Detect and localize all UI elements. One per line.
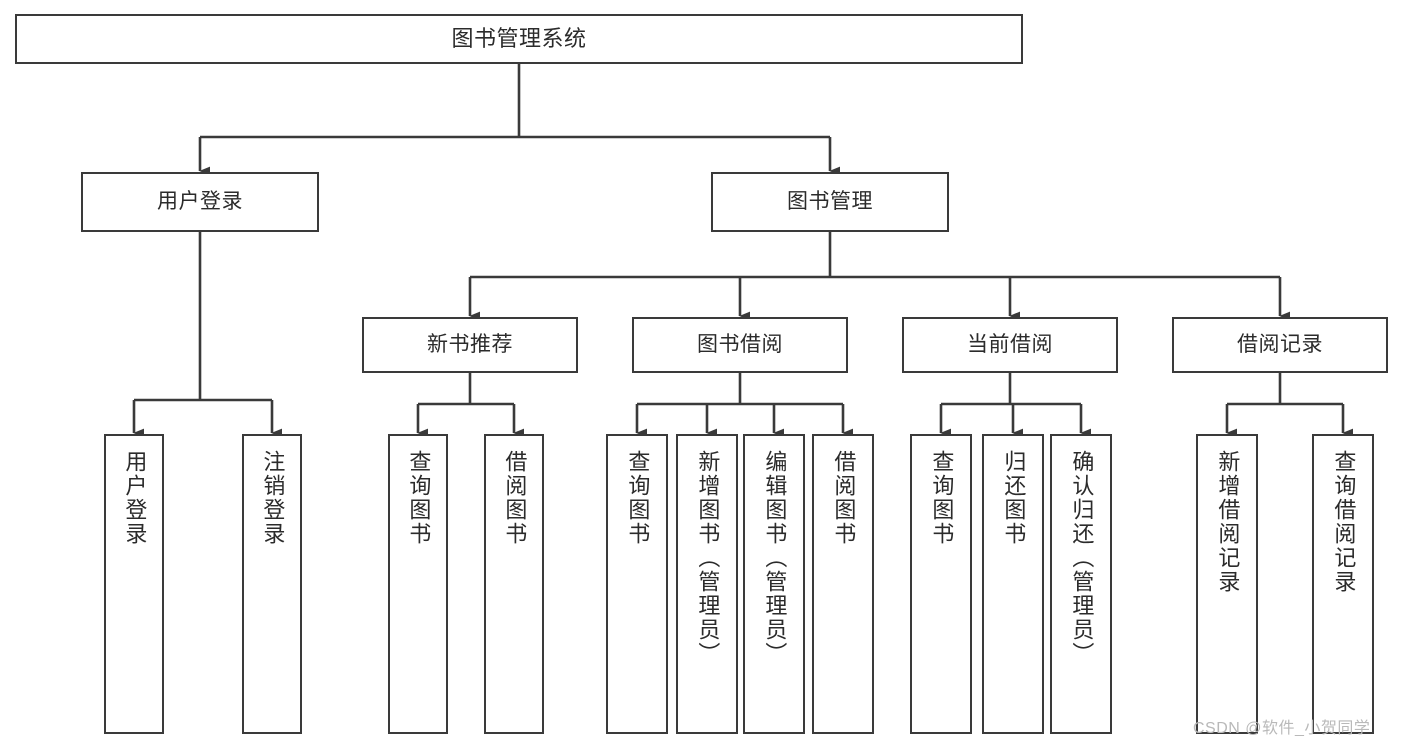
leaf-user-login[interactable]: 用户登录	[104, 434, 164, 734]
node-label: 查询图书	[625, 450, 651, 546]
leaf-borrow-edit-book-admin[interactable]: 编辑图书（管理员）	[743, 434, 805, 734]
leaf-records-add-record[interactable]: 新增借阅记录	[1196, 434, 1258, 734]
node-label: 确认归还（管理员）	[1069, 450, 1095, 666]
watermark: CSDN @软件_小贺同学	[1193, 720, 1371, 737]
node-book-borrowing[interactable]: 图书借阅	[632, 317, 848, 373]
leaf-newbook-borrow-books[interactable]: 借阅图书	[484, 434, 544, 734]
node-label: 借阅图书	[502, 450, 528, 546]
leaf-newbook-query-books[interactable]: 查询图书	[388, 434, 448, 734]
node-new-book-recommendation[interactable]: 新书推荐	[362, 317, 578, 373]
node-book-management[interactable]: 图书管理	[711, 172, 949, 232]
node-label: 新增图书（管理员）	[695, 450, 721, 666]
node-label: 图书借阅	[697, 333, 783, 357]
leaf-user-logout[interactable]: 注销登录	[242, 434, 302, 734]
leaf-current-return-books[interactable]: 归还图书	[982, 434, 1044, 734]
node-label: 借阅图书	[831, 450, 857, 546]
node-label: 图书管理	[787, 190, 873, 214]
node-label: 编辑图书（管理员）	[762, 450, 788, 666]
leaf-borrow-add-book-admin[interactable]: 新增图书（管理员）	[676, 434, 738, 734]
node-label: 查询借阅记录	[1331, 450, 1357, 594]
leaf-records-query-record[interactable]: 查询借阅记录	[1312, 434, 1374, 734]
leaf-current-confirm-return-admin[interactable]: 确认归还（管理员）	[1050, 434, 1112, 734]
node-user-login[interactable]: 用户登录	[81, 172, 319, 232]
node-label: 归还图书	[1001, 450, 1027, 546]
node-current-borrowing[interactable]: 当前借阅	[902, 317, 1118, 373]
node-borrowing-records[interactable]: 借阅记录	[1172, 317, 1388, 373]
node-label: 注销登录	[260, 450, 286, 546]
node-label: 新书推荐	[427, 333, 513, 357]
leaf-borrow-borrow-books[interactable]: 借阅图书	[812, 434, 874, 734]
node-label: 图书管理系统	[451, 25, 587, 51]
node-label: 新增借阅记录	[1215, 450, 1241, 594]
node-label: 当前借阅	[967, 333, 1053, 357]
leaf-current-query-books[interactable]: 查询图书	[910, 434, 972, 734]
node-label: 查询图书	[406, 450, 432, 546]
node-label: 借阅记录	[1237, 333, 1323, 357]
node-label: 用户登录	[122, 450, 148, 546]
node-label: 查询图书	[929, 450, 955, 546]
node-root[interactable]: 图书管理系统	[15, 14, 1023, 64]
node-label: 用户登录	[157, 190, 243, 214]
leaf-borrow-query-books[interactable]: 查询图书	[606, 434, 668, 734]
